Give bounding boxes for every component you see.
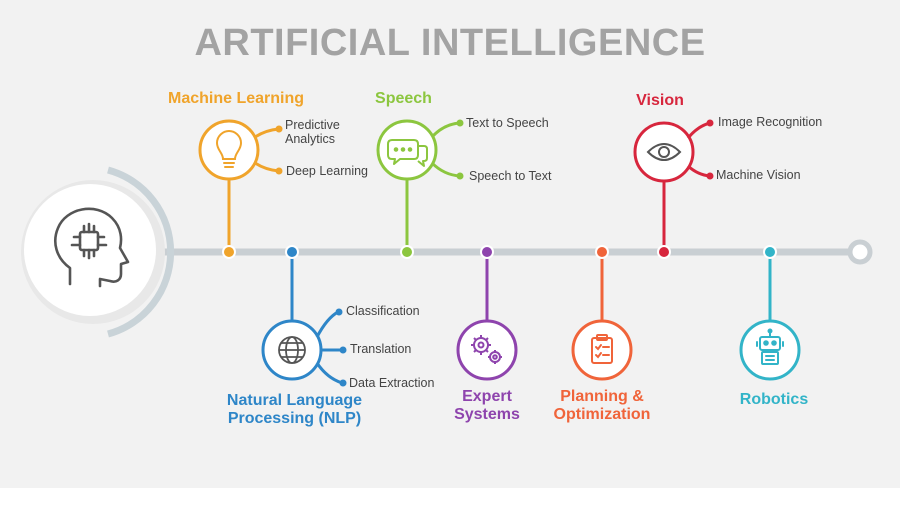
head-circuit-icon [54,207,130,288]
planning-icon-circle [571,319,633,381]
timeline-end-marker [847,239,873,265]
lightbulb-icon [215,129,243,168]
nlp-branch-dot-2 [339,346,347,354]
speech-item-speech-to-text: Speech to Text [469,169,552,183]
vision-item-machine-vision: Machine Vision [716,168,801,182]
vision-item-image-recognition: Image Recognition [718,115,823,129]
nlp-item-data-extraction: Data Extraction [349,376,435,390]
eye-icon [646,143,682,161]
expert-label: Expert Systems [454,388,520,423]
nlp-item-translation: Translation [350,342,412,356]
planning-node [595,245,609,259]
ml-icon-circle [198,119,260,181]
gears-icon [471,335,502,364]
ml-item-deep-learning: Deep Learning [286,164,369,178]
nlp-node [285,245,299,259]
expert-node [480,245,494,259]
speech-branch-dot-1 [456,119,464,127]
head-arc [107,166,175,338]
ai-diagram [24,119,873,387]
vision-icon-circle [633,121,695,183]
globe-icon [278,336,306,364]
nlp-branch-dot-1 [335,308,343,316]
nlp-label: Natural Language Processing (NLP) [226,392,363,427]
ml-item-predictive-analytics: Predictive Analytics [285,118,340,146]
speech-item-text-to-speech: Text to Speech [466,116,549,130]
planning-label: Planning & Optimization [553,388,651,423]
nlp-branch-dot-3 [339,379,347,387]
vision-label: Vision [636,92,684,109]
robot-icon [756,328,784,365]
vision-node [657,245,671,259]
chat-bubbles-icon [387,139,428,167]
nlp-item-classification: Classification [346,304,420,318]
speech-node [400,245,414,259]
speech-branch-dot-2 [456,172,464,180]
bottom-band [0,488,900,506]
page-title: ARTIFICIAL INTELLIGENCE [194,22,706,64]
robotics-label: Robotics [739,391,809,408]
vision-branch-dot-1 [706,119,714,127]
ml-branch-dot-1 [275,125,283,133]
vision-branch-dot-2 [706,172,714,180]
ml-label: Machine Learning [167,90,305,107]
speech-label: Speech [375,90,432,107]
ml-branch-dot-2 [275,167,283,175]
ml-node [222,245,236,259]
clipboard-icon [591,334,613,364]
robotics-node [763,245,777,259]
